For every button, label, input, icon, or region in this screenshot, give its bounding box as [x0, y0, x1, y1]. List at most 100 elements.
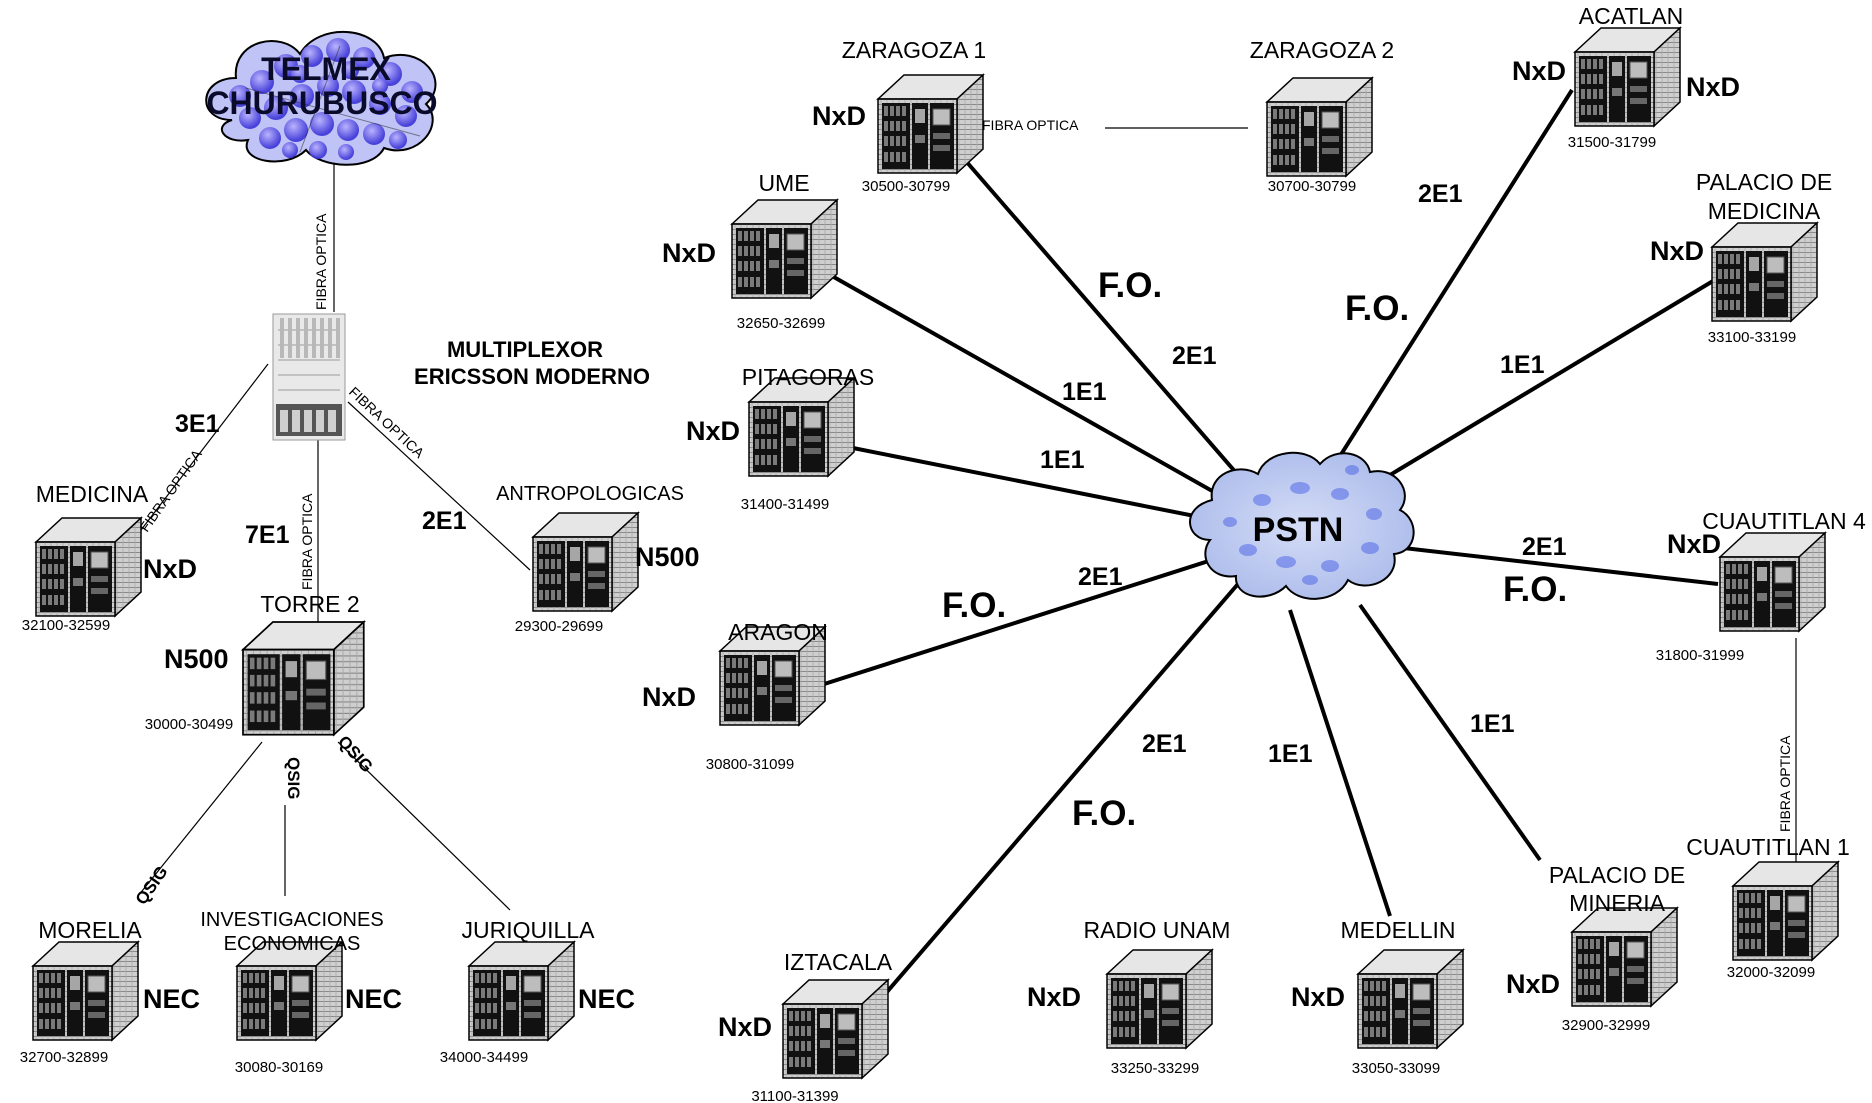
range-iztacala: 31100-31399: [751, 1088, 838, 1103]
range-ume: 32650-32699: [737, 315, 825, 332]
building-medellin: [1357, 949, 1464, 1049]
number-ranges: 30500-30799 30700-30799 31500-31799 3310…: [20, 134, 1815, 1103]
site-name-cuautitlan4: CUAUTITLAN 4: [1702, 508, 1866, 534]
building-pitagoras: [748, 377, 855, 477]
multiplexor: MULTIPLEXOR ERICSSON MODERNO: [272, 313, 650, 441]
site-name-investigaciones-2: ECONOMICAS: [224, 933, 361, 955]
link-mux-medicina: [137, 363, 269, 535]
site-name-palacio-medicina-1: PALACIO DE: [1696, 169, 1832, 195]
fo-label-iztacala: F.O.: [1072, 794, 1136, 833]
fiber-labels: FIBRA OPTICA FIBRA OPTICA FIBRA OPTICA F…: [136, 117, 1793, 832]
fiber-label-cuautitlan: FIBRA OPTICA: [1777, 735, 1793, 832]
type-palacio-mineria: NxD: [1506, 969, 1560, 999]
link-label-medellin: 1E1: [1268, 740, 1313, 768]
range-palacio-mineria: 32900-32999: [1562, 1017, 1650, 1034]
building-morelia: [32, 941, 139, 1041]
site-name-iztacala: IZTACALA: [784, 949, 893, 975]
fo-labels: F.O. F.O. F.O. F.O. F.O.: [942, 266, 1567, 833]
type-juriquilla: NEC: [578, 984, 635, 1014]
range-antropologicas: 29300-29699: [515, 618, 603, 635]
site-name-radio-unam: RADIO UNAM: [1084, 917, 1231, 943]
site-name-palacio-mineria-1: PALACIO DE: [1549, 862, 1685, 888]
site-name-medellin: MEDELLIN: [1340, 917, 1455, 943]
range-zaragoza2: 30700-30799: [1268, 178, 1356, 195]
type-iztacala: NxD: [718, 1012, 772, 1042]
range-acatlan: 31500-31799: [1568, 134, 1656, 151]
links-layer: [137, 88, 1797, 1002]
multiplexor-label-line2: ERICSSON MODERNO: [414, 364, 650, 389]
building-cuautitlan1: [1732, 861, 1839, 961]
type-acatlan-right: NxD: [1686, 72, 1740, 102]
link-label-acatlan: 2E1: [1418, 180, 1463, 208]
site-name-medicina: MEDICINA: [36, 481, 149, 507]
site-names: ZARAGOZA 1 ZARAGOZA 2 ACATLAN PALACIO DE…: [36, 3, 1866, 975]
building-torre2: [242, 621, 365, 736]
building-cuautitlan4: [1719, 532, 1826, 632]
site-name-torre2: TORRE 2: [260, 591, 359, 617]
type-torre2: N500: [164, 644, 229, 674]
range-medicina: 32100-32599: [22, 617, 110, 634]
link-label-mux-torre2: 7E1: [245, 521, 290, 549]
site-name-antropologicas: ANTROPOLOGICAS: [496, 483, 684, 505]
fiber-label-mux-antropologicas: FIBRA OPTICA: [346, 383, 428, 461]
link-iztacala-pstn: [878, 568, 1252, 1002]
range-juriquilla: 34000-34499: [440, 1049, 528, 1066]
range-investigaciones: 30080-30169: [235, 1059, 323, 1076]
building-medicina: [35, 517, 142, 617]
building-iztacala: [782, 979, 889, 1079]
link-label-mux-medicina: 3E1: [175, 410, 220, 438]
link-label-cuautitlan4: 2E1: [1522, 533, 1567, 561]
type-pitagoras: NxD: [686, 416, 740, 446]
type-acatlan-left: NxD: [1512, 56, 1566, 86]
site-name-zaragoza2: ZARAGOZA 2: [1250, 37, 1394, 63]
link-torre2-morelia: [137, 741, 263, 897]
type-radio-unam: NxD: [1027, 982, 1081, 1012]
site-name-investigaciones-1: INVESTIGACIONES: [200, 909, 383, 931]
range-medellin: 33050-33099: [1352, 1060, 1440, 1077]
range-pitagoras: 31400-31499: [741, 496, 829, 513]
pstn-cloud: PSTN: [1189, 451, 1415, 600]
link-label-ume: 1E1: [1062, 378, 1107, 406]
site-name-zaragoza1: ZARAGOZA 1: [842, 37, 986, 63]
range-torre2: 30000-30499: [145, 716, 233, 733]
qsig-label-investigaciones: QSIG: [284, 757, 303, 800]
type-ume: NxD: [662, 238, 716, 268]
type-medellin: NxD: [1291, 982, 1345, 1012]
site-name-acatlan: ACATLAN: [1579, 3, 1683, 29]
equipment-types: NxD NxD NxD NxD NxD NxD NxD NxD NxD NxD …: [143, 56, 1740, 1042]
link-medellin-pstn: [1288, 609, 1392, 917]
fiber-label-zaragoza: FIBRA OPTICA: [982, 117, 1079, 133]
fo-label-acatlan: F.O.: [1345, 289, 1409, 328]
qsig-labels: QSIG QSIG QSIG: [132, 732, 377, 908]
cloud-label-line1: TELMEX: [261, 51, 391, 87]
range-cuautitlan4: 31800-31999: [1656, 647, 1744, 664]
telmex-cloud: TELMEX CHURUBUSCO: [205, 31, 438, 166]
link-label-zaragoza1: 2E1: [1172, 342, 1217, 370]
pstn-label: PSTN: [1253, 511, 1344, 549]
building-palacio-mineria: [1571, 907, 1678, 1007]
building-acatlan: [1574, 27, 1681, 127]
site-name-morelia: MORELIA: [38, 917, 142, 943]
link-torre2-juriquilla: [337, 741, 511, 911]
link-label-palacio-mineria: 1E1: [1470, 710, 1515, 738]
site-name-ume: UME: [758, 170, 809, 196]
type-zaragoza1: NxD: [812, 101, 866, 131]
range-cuautitlan1: 32000-32099: [1727, 964, 1815, 981]
link-label-palacio-medicina: 1E1: [1500, 351, 1545, 379]
link-mux-antropologicas: [347, 401, 531, 571]
type-morelia: NEC: [143, 984, 200, 1014]
building-radio-unam: [1106, 949, 1213, 1049]
building-palacio-medicina: [1711, 222, 1818, 322]
fo-label-aragon: F.O.: [942, 586, 1006, 625]
range-palacio-medicina: 33100-33199: [1708, 329, 1796, 346]
building-ume: [731, 199, 838, 299]
link-capacities: 2E1 1E1 1E1 2E1 2E1 1E1 2E1 2E1 1E1 1E1 …: [175, 180, 1567, 768]
site-name-juriquilla: JURIQUILLA: [462, 917, 596, 943]
building-zaragoza2: [1266, 77, 1373, 177]
range-morelia: 32700-32899: [20, 1049, 108, 1066]
fo-label-zaragoza1: F.O.: [1098, 266, 1162, 305]
building-investigaciones: [236, 941, 343, 1041]
site-name-aragon: ARAGON: [728, 619, 828, 645]
multiplexor-label-line1: MULTIPLEXOR: [447, 337, 603, 362]
building-zaragoza1: [877, 74, 984, 174]
